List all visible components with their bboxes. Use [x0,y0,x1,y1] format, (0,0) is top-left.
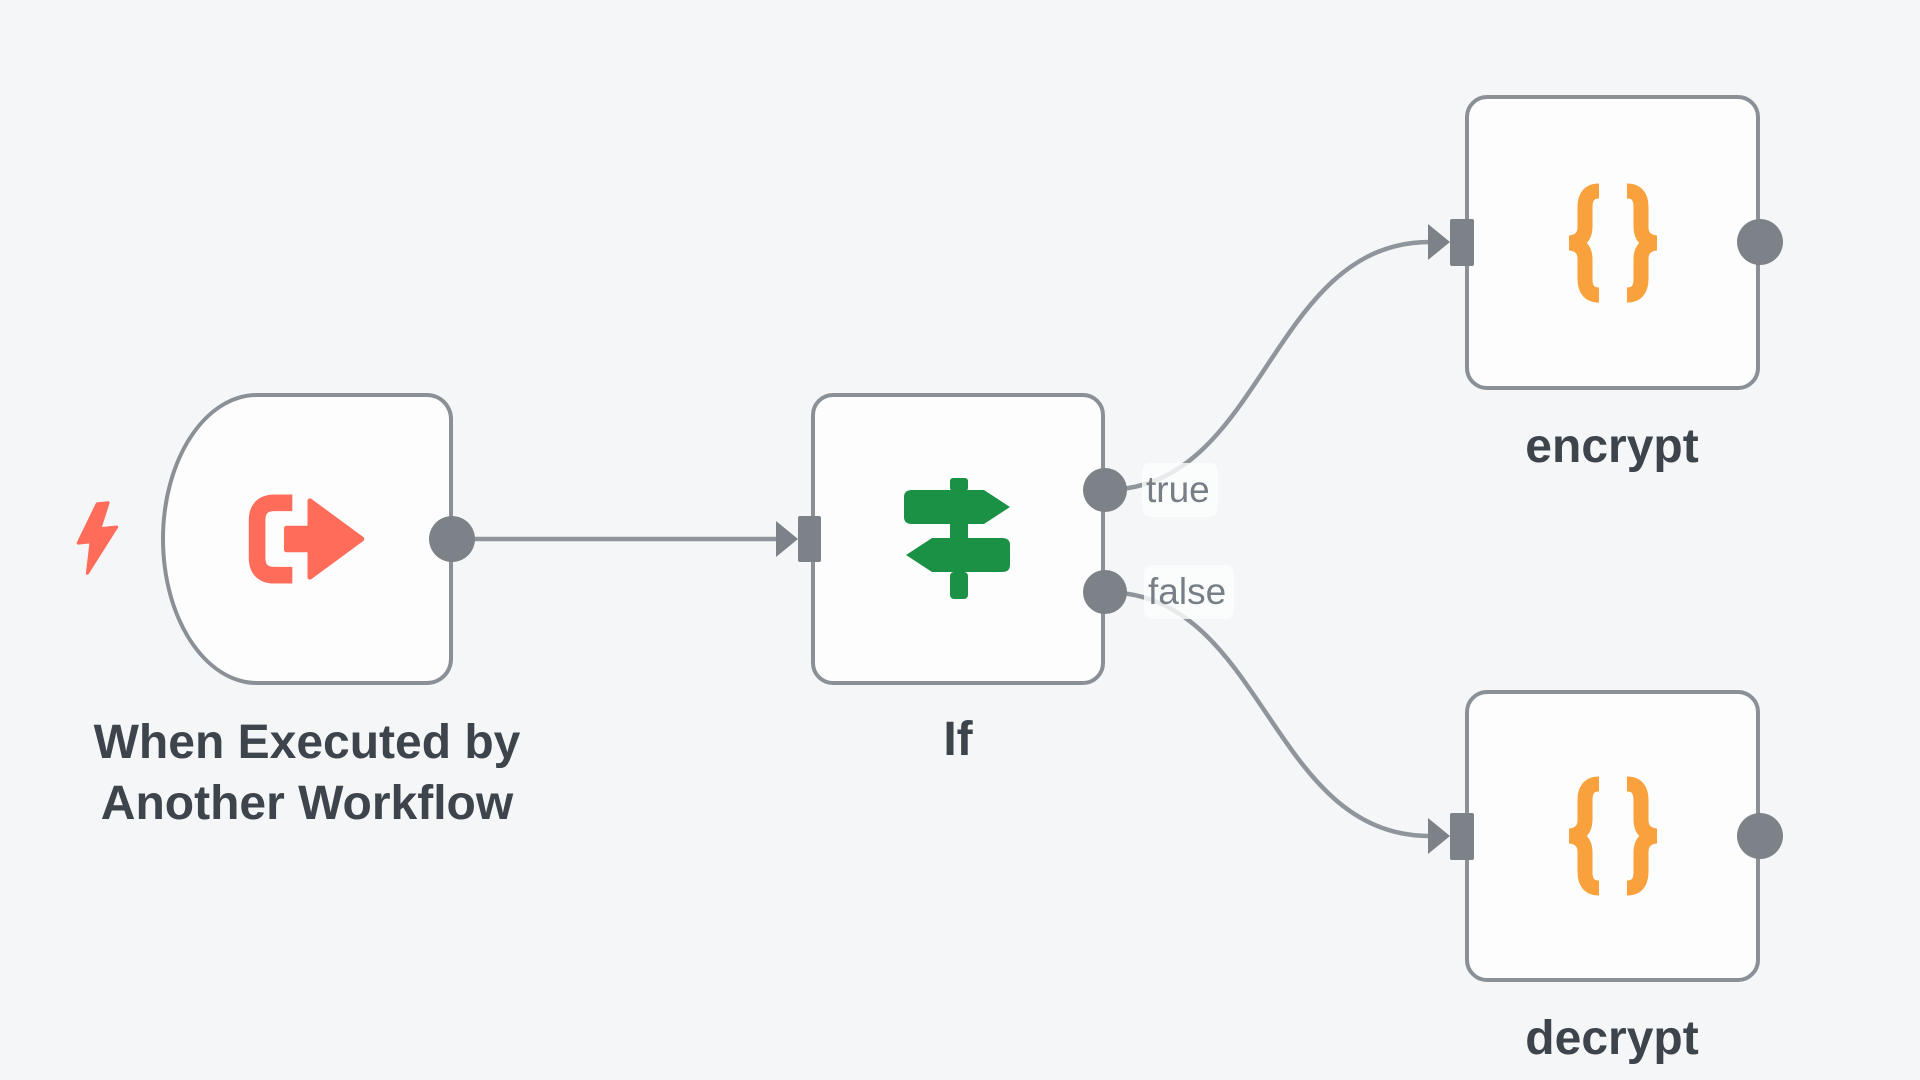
if-output-label-false: false [1144,565,1235,619]
node-label-when-executed-by-another-workflow: When Executed by Another Workflow [94,712,521,834]
node-encrypt[interactable] [1465,95,1760,390]
curly-braces-icon [1568,776,1657,896]
curly-braces-icon [1568,183,1657,302]
if-output-label-true: true [1142,463,1218,517]
node-label-decrypt: decrypt [1525,1012,1699,1065]
arrow-right-from-bracket-icon [248,494,365,584]
connection-if-false-to-decrypt[interactable] [1104,589,1431,839]
node-decrypt[interactable] [1465,690,1760,982]
connection-if-true-to-encrypt[interactable] [1104,239,1431,493]
node-label-line-1: When Executed by [93,716,521,769]
connection-arrowhead-decrypt [1428,818,1450,854]
lightning-bolt-icon [71,500,125,581]
node-when-executed-by-another-workflow[interactable] [161,393,453,685]
connection-arrowhead-if [776,521,798,557]
node-label-encrypt: encrypt [1525,420,1699,473]
node-label-line-2: Another Workflow [100,777,514,830]
node-if[interactable] [811,393,1105,685]
connection-arrowhead-encrypt [1428,224,1450,260]
signpost-icon [904,478,1010,599]
node-label-if: If [943,713,973,766]
